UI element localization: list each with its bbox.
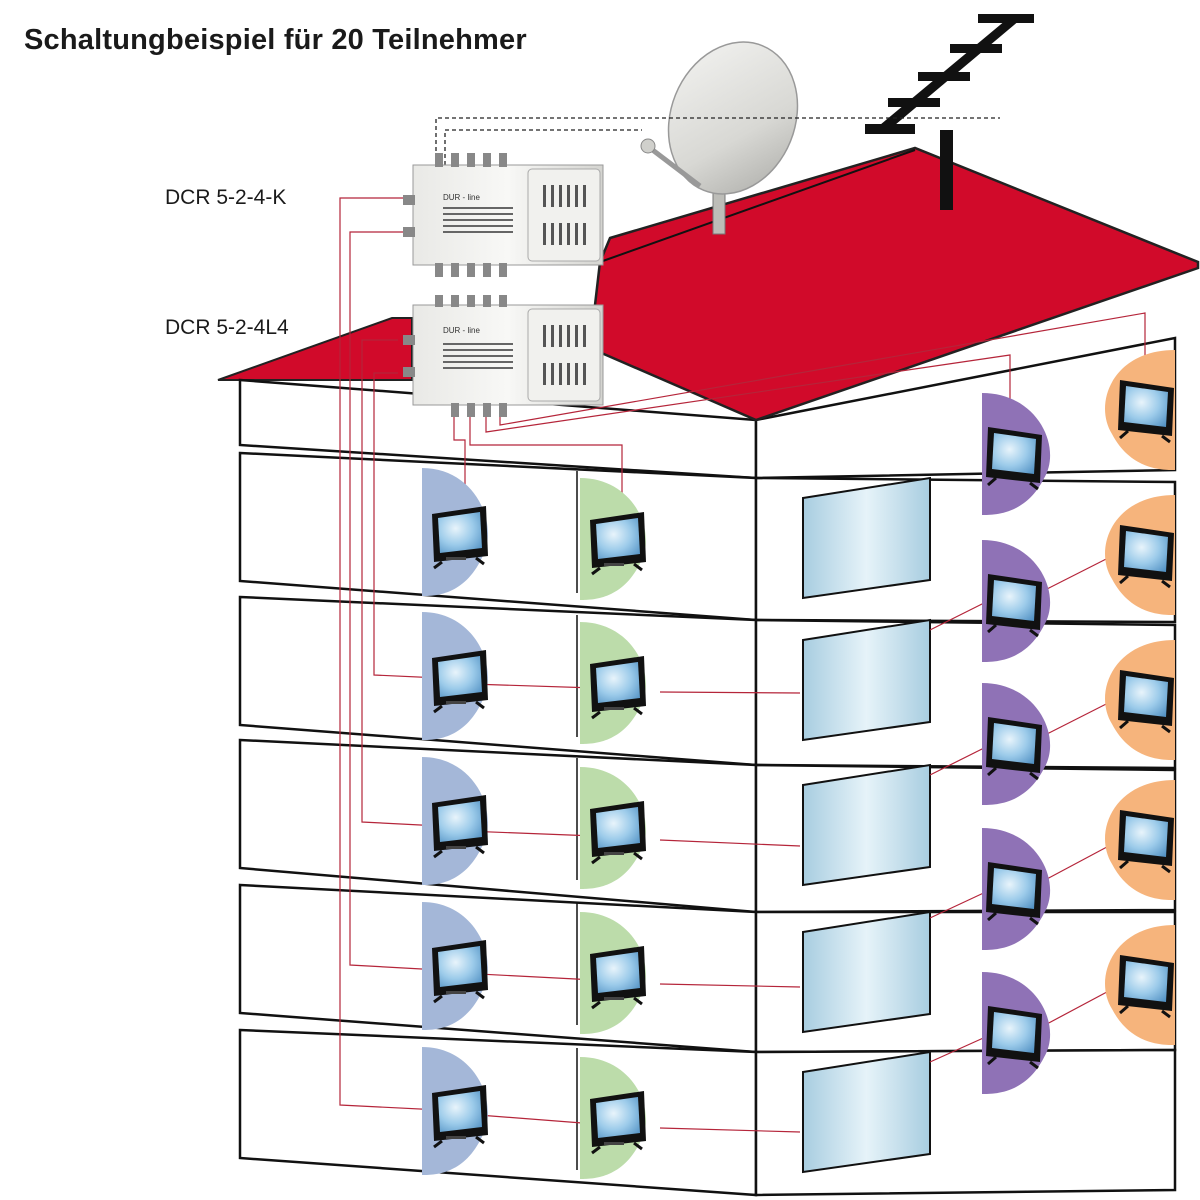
cable-segment: [659, 1127, 801, 1133]
cable-segment: [373, 372, 441, 679]
cable-segment: [659, 839, 801, 847]
cable-segment: [659, 983, 801, 988]
multiswitch-icon: DUR - line: [403, 153, 604, 277]
device-label-dcr-5-2-4-k: DCR 5-2-4-K: [165, 186, 287, 209]
building-floors: [238, 451, 1177, 1197]
terrestrial-antenna-icon: [865, 14, 1034, 210]
main-roof: [588, 146, 1200, 422]
cable-segment: [339, 197, 441, 1111]
window-icon: [802, 618, 931, 742]
cable-segment: [929, 889, 991, 919]
window-icon: [802, 1050, 931, 1174]
cable-segment: [349, 231, 441, 971]
coax-cables: [339, 197, 1146, 1133]
floor-front: [238, 451, 758, 622]
floor-front: [238, 1028, 758, 1197]
cable-segment: [929, 1034, 991, 1063]
multiswitch-brand: DUR - line: [443, 193, 480, 202]
cable-segment: [659, 691, 801, 694]
cable-segment: [499, 312, 1146, 426]
tv-icon: [984, 860, 1044, 926]
multiswitch-brand: DUR - line: [443, 326, 480, 335]
tv-icon: [1116, 523, 1176, 589]
cable-segment: [453, 417, 466, 505]
floor-front: [238, 883, 758, 1054]
tv-icon: [1116, 808, 1176, 874]
floor-front: [238, 738, 758, 914]
tv-icon: [984, 1004, 1044, 1070]
tv-icon: [984, 572, 1044, 638]
window-icon: [802, 476, 931, 600]
cable-segment: [929, 744, 991, 776]
tv-icon: [984, 715, 1044, 781]
cable-segment: [469, 417, 623, 515]
cable-segment: [485, 354, 1011, 433]
cable-segment: [361, 339, 441, 827]
tv-icon: [1116, 953, 1176, 1019]
floor-front: [238, 595, 758, 767]
multiswitch-icon: DUR - line: [403, 295, 604, 417]
tv-icon: [984, 425, 1044, 491]
antenna-feed-lines: [435, 117, 1000, 165]
tv-icon: [1116, 668, 1176, 734]
left-roof: [217, 317, 413, 381]
diagram-title: Schaltungbeispiel für 20 Teilnehmer: [24, 24, 527, 56]
device-label-dcr-5-2-4l4: DCR 5-2-4L4: [165, 316, 289, 339]
window-icon: [802, 763, 931, 887]
window-icon: [802, 910, 931, 1034]
tv-icon: [1116, 378, 1176, 444]
tv-group: [422, 350, 1176, 1179]
cable-segment: [929, 599, 991, 631]
